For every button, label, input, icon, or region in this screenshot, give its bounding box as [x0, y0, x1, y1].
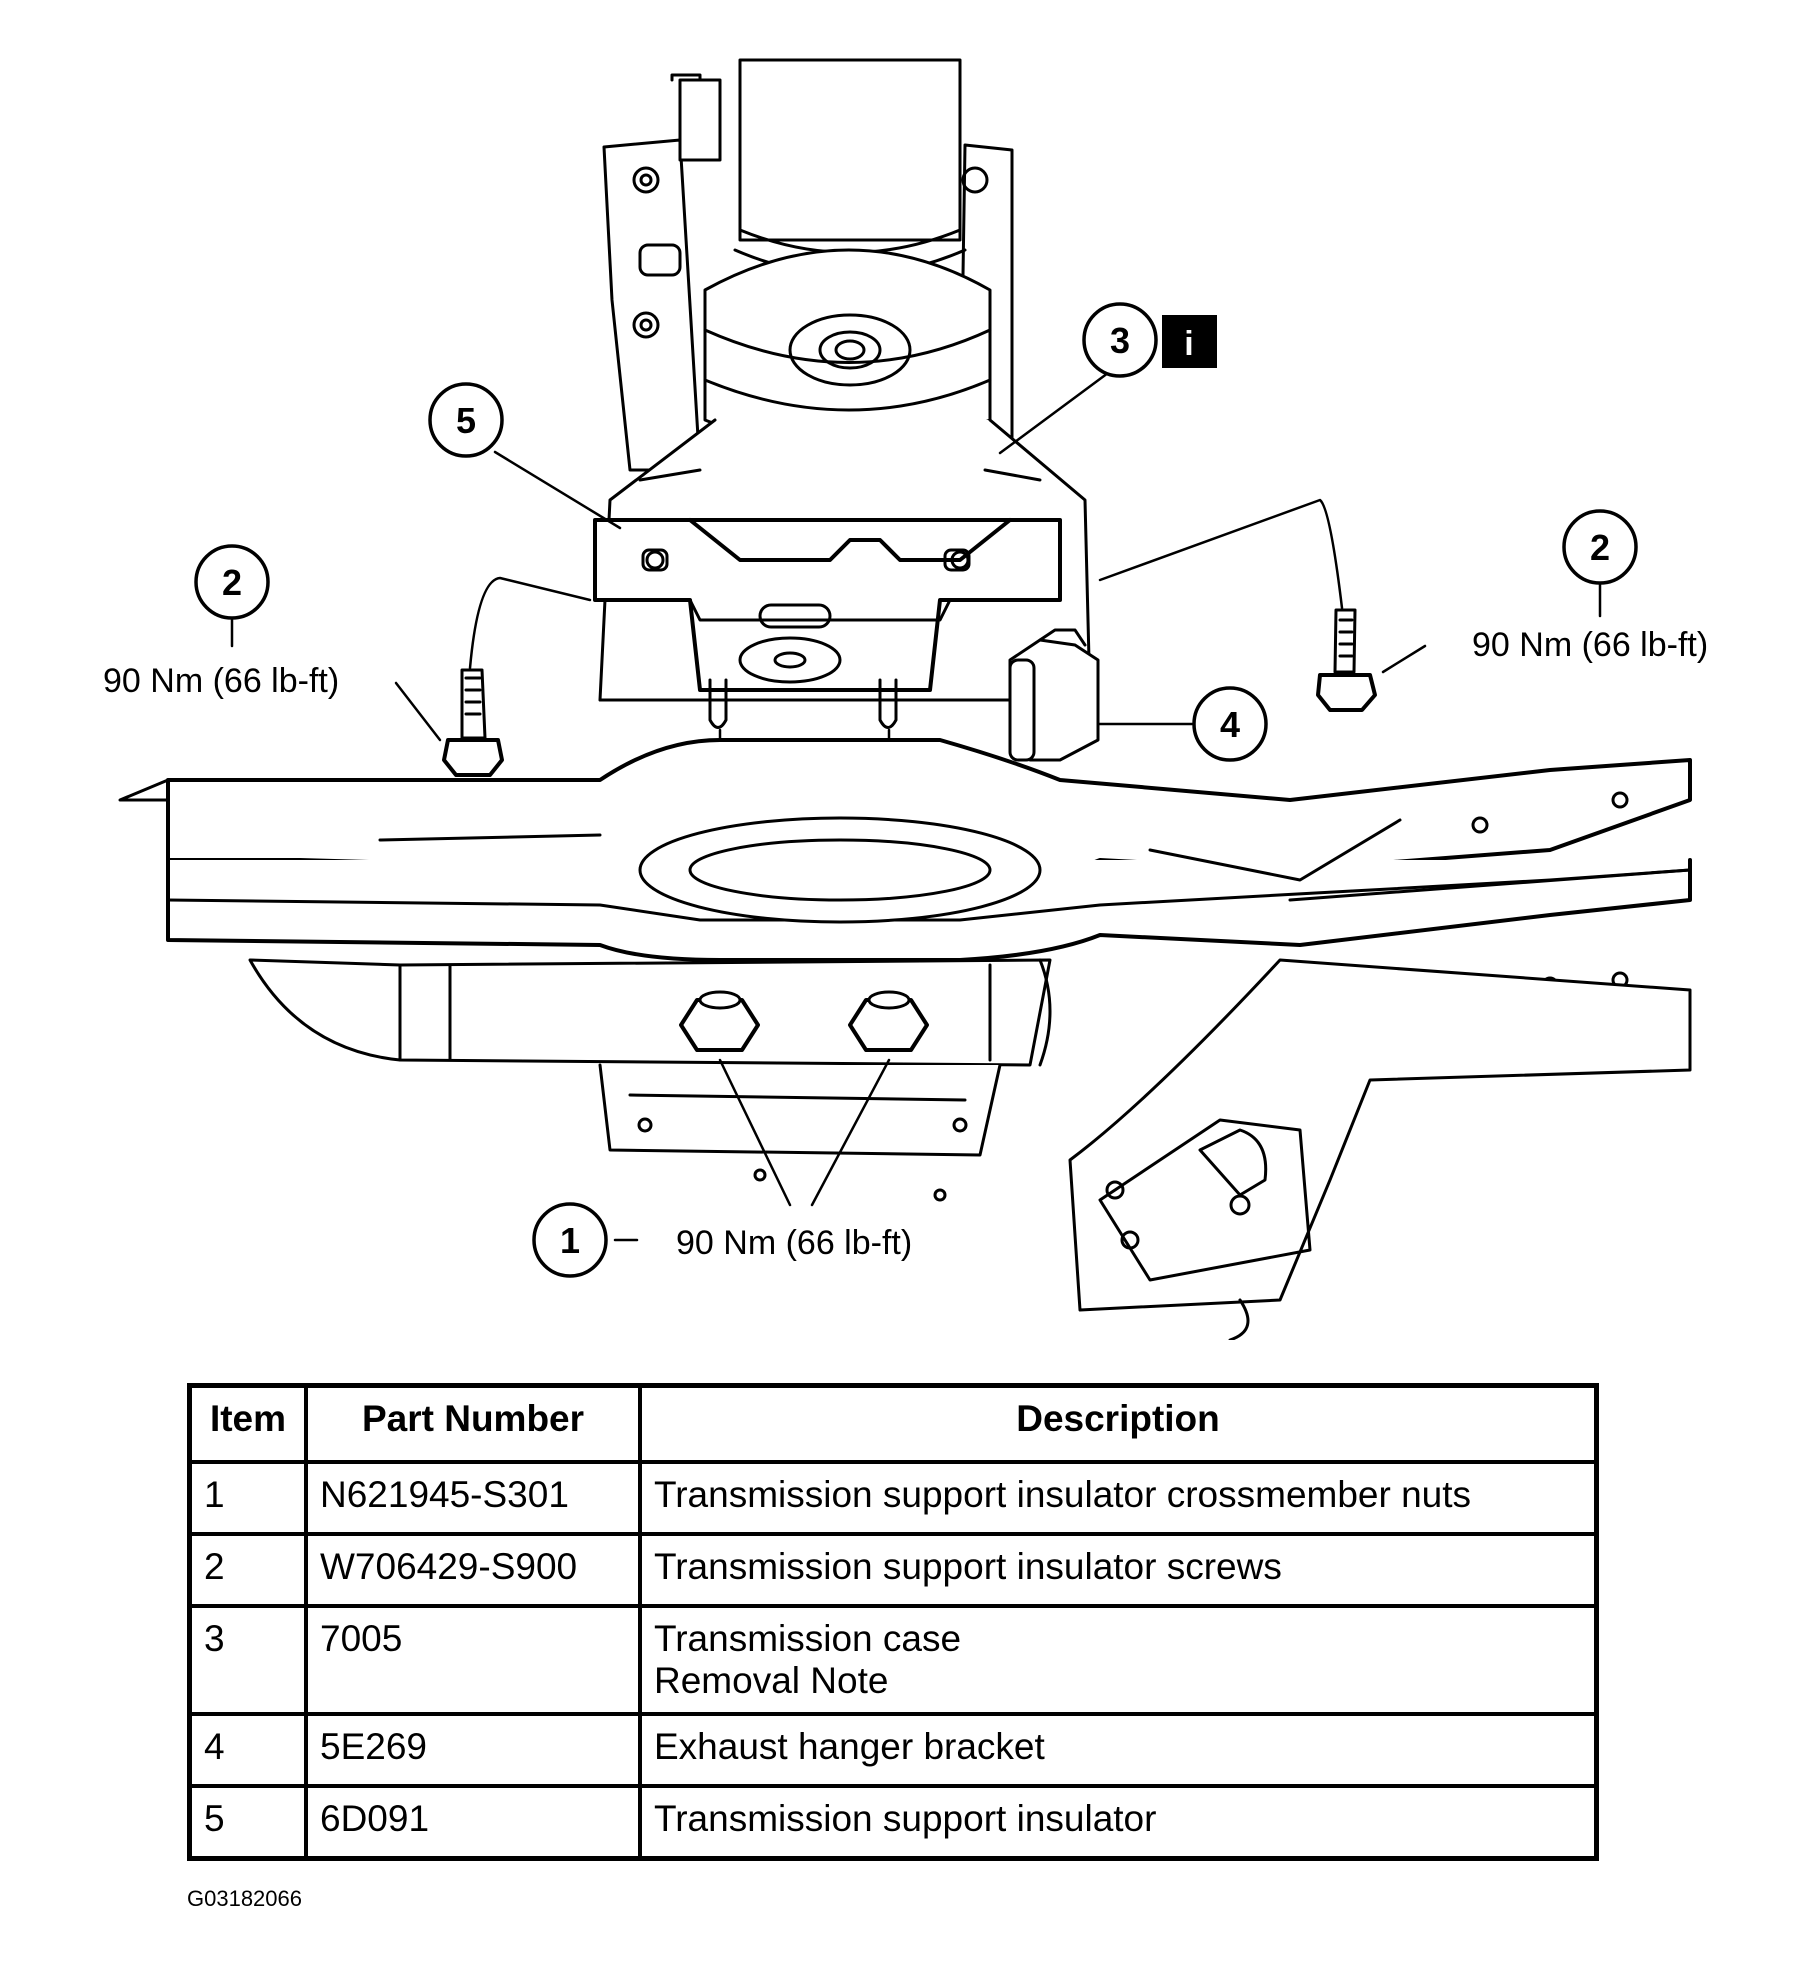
callout-5: 5	[428, 382, 504, 458]
row-part-number: W706429-S900	[304, 1532, 642, 1608]
callout-3: 3 i	[1082, 302, 1217, 378]
callout-2-left: 2 90 Nm (66 lb-ft)	[103, 544, 339, 700]
table-row: 2 W706429-S900 Transmission support insu…	[187, 1532, 1599, 1608]
leader-lines	[230, 371, 1602, 1242]
row-part-number: 5E269	[304, 1712, 642, 1788]
callout-2-right: 2 90 Nm (66 lb-ft)	[1472, 509, 1708, 664]
transmission-oil-pan	[598, 1063, 1002, 1202]
row-item: 2	[187, 1532, 308, 1608]
crossmember	[118, 738, 1692, 995]
crossmember-nut-right	[848, 990, 929, 1052]
removal-note-link[interactable]: Removal Note	[654, 1660, 889, 1701]
description-line: Transmission support insulator crossmemb…	[654, 1474, 1472, 1515]
row-item: 3	[187, 1604, 308, 1716]
row-description: Transmission support insulator	[638, 1784, 1599, 1861]
row-description: Transmission case Removal Note	[638, 1604, 1599, 1716]
insulator-screw-left	[442, 668, 504, 777]
callout-2-left-number: 2	[222, 562, 242, 603]
row-description: Transmission support insulator crossmemb…	[638, 1460, 1599, 1536]
description-line: Transmission support insulator	[654, 1798, 1157, 1839]
frame-rail-bracket	[1068, 958, 1692, 1340]
header-description: Description	[638, 1383, 1599, 1464]
figure-id: G03182066	[187, 1886, 302, 1911]
callout-3-number: 3	[1110, 320, 1130, 361]
table-row: 4 5E269 Exhaust hanger bracket	[187, 1712, 1599, 1788]
exhaust-hanger-bracket	[1008, 628, 1100, 762]
table-row: 1 N621945-S301 Transmission support insu…	[187, 1460, 1599, 1536]
info-icon	[1162, 315, 1217, 368]
row-part-number: 7005	[304, 1604, 642, 1716]
row-part-number: N621945-S301	[304, 1460, 642, 1536]
row-description: Exhaust hanger bracket	[638, 1712, 1599, 1788]
row-description: Transmission support insulator screws	[638, 1532, 1599, 1608]
header-part-number: Part Number	[304, 1383, 642, 1464]
callout-2-left-torque: 90 Nm (66 lb-ft)	[103, 662, 339, 700]
callout-5-number: 5	[456, 400, 476, 441]
description-line: Exhaust hanger bracket	[654, 1726, 1045, 1767]
table-row: 5 6D091 Transmission support insulator	[187, 1784, 1599, 1861]
row-item: 5	[187, 1784, 308, 1861]
transmission-support-insulator	[593, 518, 1062, 977]
callout-2-right-torque: 90 Nm (66 lb-ft)	[1472, 626, 1708, 664]
description-line: Transmission support insulator screws	[654, 1546, 1282, 1587]
callout-2-right-number: 2	[1590, 527, 1610, 568]
exhaust-pipe	[248, 958, 1052, 1067]
header-item: Item	[187, 1383, 308, 1464]
description-line: Transmission case	[654, 1618, 962, 1659]
table-header-row: Item Part Number Description	[187, 1383, 1599, 1464]
insulator-screw-right	[1316, 608, 1377, 712]
callout-1: 1 90 Nm (66 lb-ft)	[532, 1202, 912, 1278]
callout-4-number: 4	[1220, 704, 1240, 745]
crossmember-nut-left	[679, 990, 760, 1052]
callout-1-torque: 90 Nm (66 lb-ft)	[676, 1224, 912, 1262]
callout-4: 4	[1192, 686, 1268, 762]
table-row: 3 7005 Transmission case Removal Note	[187, 1604, 1599, 1716]
parts-table: Item Part Number Description 1 N621945-S…	[187, 1383, 1599, 1861]
row-part-number: 6D091	[304, 1784, 642, 1861]
info-icon-label: i	[1184, 325, 1193, 363]
callout-1-number: 1	[560, 1220, 580, 1261]
row-item: 4	[187, 1712, 308, 1788]
drive-shaft	[670, 58, 967, 277]
row-item: 1	[187, 1460, 308, 1536]
transmission-mount-illustration: 1 90 Nm (66 lb-ft) 2 90 Nm (66 lb-ft) 2 …	[103, 58, 1708, 1340]
